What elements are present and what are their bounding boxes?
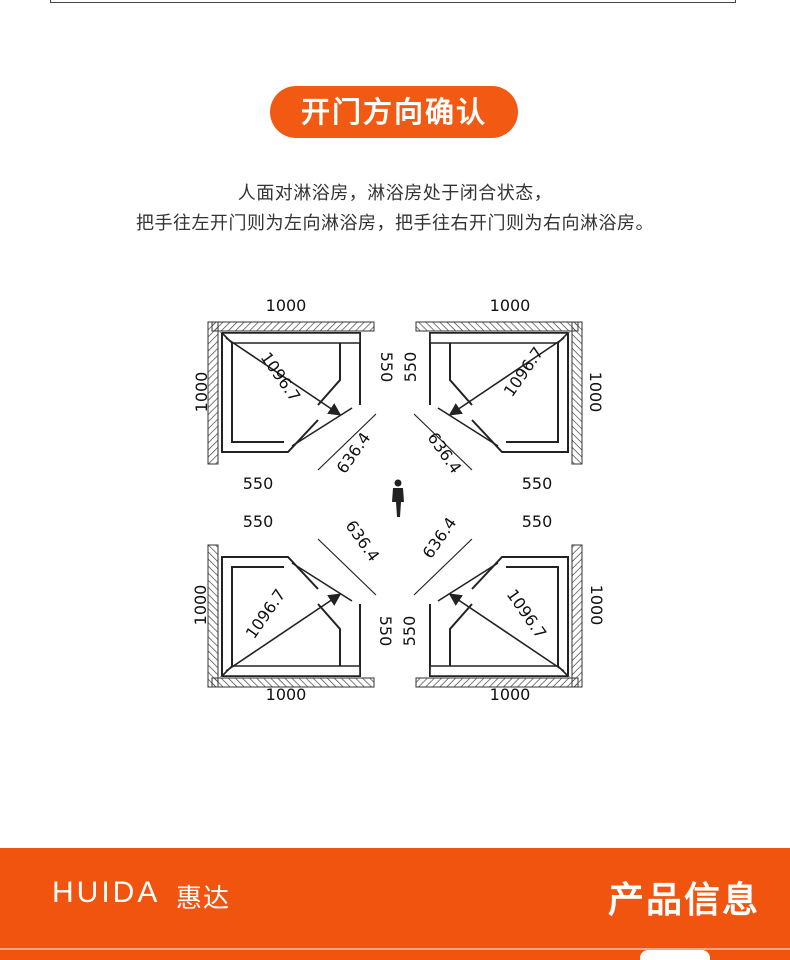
dim-top-right-door: 636.4 <box>424 429 466 477</box>
dim-top-left-door: 636.4 <box>333 429 375 477</box>
dim-bottom-left-side: 550 <box>243 512 274 531</box>
description-line-2: 把手往左开门则为左向淋浴房，把手往右开门则为右向淋浴房。 <box>136 213 654 234</box>
dim-bottom-right-return: 550 <box>400 616 419 647</box>
dim-bottom-right-depth: 1000 <box>587 585 606 626</box>
footer-banner <box>0 848 790 960</box>
dim-top-right-return: 550 <box>401 352 420 383</box>
dim-top-left-return: 550 <box>377 352 396 383</box>
dim-bottom-right-width: 1000 <box>490 685 531 704</box>
dim-bottom-left-return: 550 <box>376 616 395 647</box>
product-info-title: 产品信息 <box>607 880 760 921</box>
dim-bottom-right-door: 636.4 <box>419 514 461 562</box>
section-title: 开门方向确认 <box>270 86 518 138</box>
dim-top-right-depth: 1000 <box>586 372 605 413</box>
footer-divider <box>0 948 790 950</box>
shower-unit-top-left <box>207 321 377 471</box>
top-frame <box>50 0 736 3</box>
description-line-1: 人面对淋浴房，淋浴房处于闭合状态， <box>237 183 553 204</box>
brand-logo-latin: HUIDA <box>52 876 161 909</box>
dim-top-left-side: 550 <box>243 474 274 493</box>
dim-top-right-side: 550 <box>522 474 553 493</box>
footer-notch <box>640 950 710 960</box>
person-figure <box>392 479 404 517</box>
dim-top-left-width: 1000 <box>266 296 307 315</box>
dim-top-right-width: 1000 <box>490 296 531 315</box>
dim-bottom-right-side: 550 <box>522 512 553 531</box>
dim-bottom-left-depth: 1000 <box>191 585 210 626</box>
dim-top-left-diagonal: 1096.7 <box>257 348 305 405</box>
unit-geometry <box>207 321 377 471</box>
dim-top-left-depth: 1000 <box>192 372 211 413</box>
dim-top-right-diagonal: 1096.7 <box>500 343 548 400</box>
dim-bottom-left-door: 636.4 <box>342 517 384 565</box>
brand-logo-chinese: 惠达 <box>176 884 231 914</box>
shower-unit-bottom-right <box>414 539 582 687</box>
dim-bottom-left-width: 1000 <box>266 685 307 704</box>
door-direction-diagram: 1000 1000 1000 1000 550 550 550 550 1000… <box>191 296 606 704</box>
shower-unit-bottom-left <box>208 539 376 687</box>
